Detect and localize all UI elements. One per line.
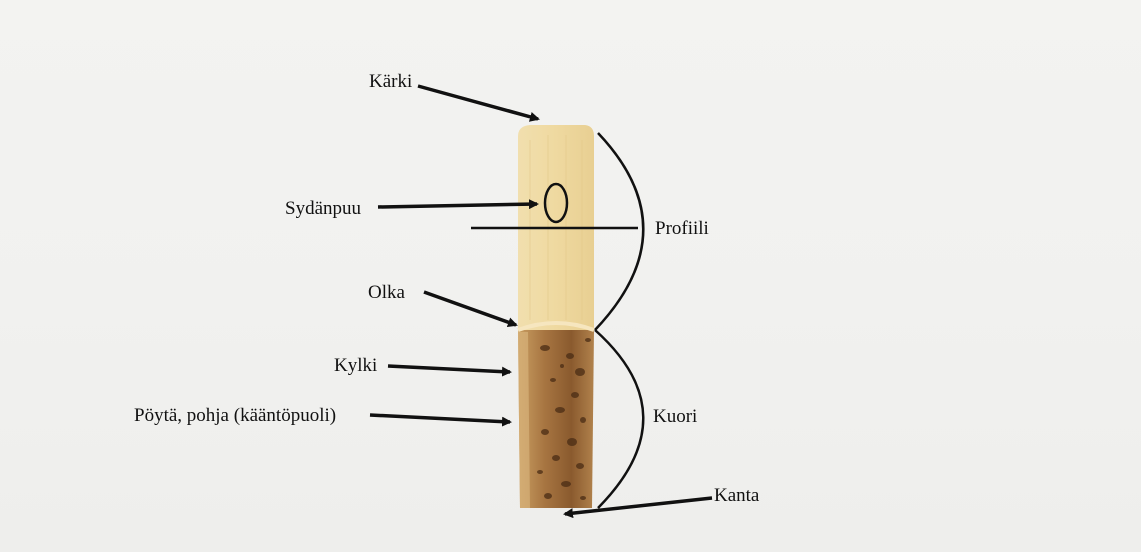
label-tip: Kärki — [369, 72, 412, 91]
reed-side-strip — [518, 332, 530, 508]
table-arrow — [370, 415, 510, 422]
label-shoulder: Olka — [368, 283, 405, 302]
shoulder-arrow — [424, 292, 516, 325]
label-heel: Kanta — [714, 486, 759, 505]
label-profile: Profiili — [655, 219, 709, 238]
side-arrow — [388, 366, 510, 372]
label-side: Kylki — [334, 356, 377, 375]
label-bark: Kuori — [653, 407, 697, 426]
label-table: Pöytä, pohja (kääntöpuoli) — [134, 406, 336, 425]
label-heart: Sydänpuu — [285, 199, 361, 218]
tip-arrow — [418, 86, 538, 119]
profile-bracket — [595, 133, 643, 330]
heart-arrow — [378, 204, 537, 207]
bark-bracket — [595, 330, 643, 508]
reed — [518, 125, 594, 508]
